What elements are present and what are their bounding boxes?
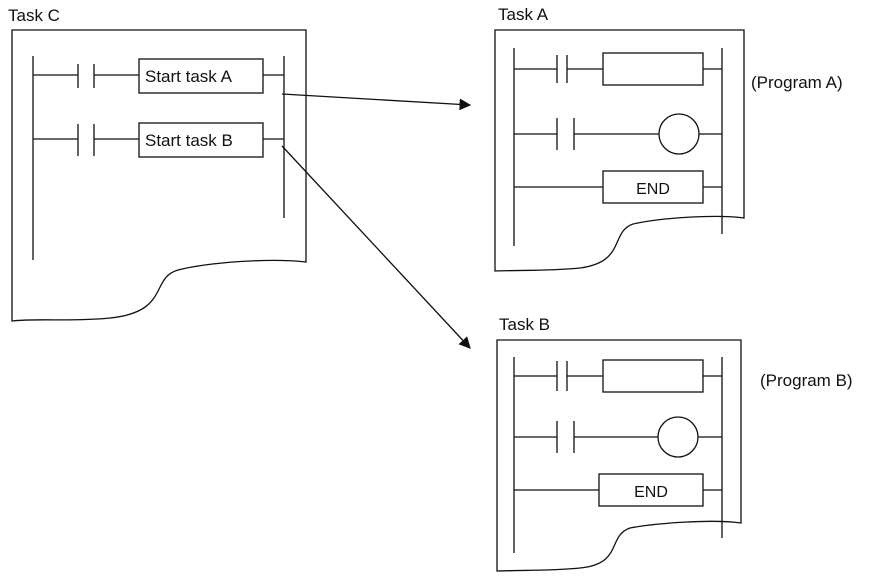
task-a-program: Task A (Program A) END: [494, 5, 843, 272]
end-instruction: [598, 473, 704, 507]
arrow-to-task-a: [281, 93, 472, 111]
task-a-page: [494, 29, 745, 272]
task-a-title: Task A: [498, 5, 549, 24]
program-a-label: (Program A): [751, 73, 843, 92]
end-instruction: [602, 170, 704, 204]
task-c-ladder: Start task A Start task B: [32, 56, 285, 260]
instruction-box: [602, 52, 704, 86]
output-coil-icon: [657, 416, 699, 458]
task-b-title: Task B: [499, 315, 550, 334]
task-c-title: Task C: [8, 6, 60, 25]
task-b-page: [496, 339, 742, 572]
start-task-b-label: Start task B: [145, 131, 233, 150]
start-task-a-label: Start task A: [145, 67, 233, 86]
task-c-program: Task C Start task A Start task B: [8, 6, 307, 322]
task-a-ladder: END: [513, 48, 723, 246]
task-b-program: Task B (Program B) END: [496, 315, 853, 572]
program-b-label: (Program B): [760, 371, 853, 390]
start-task-b-instruction: [138, 122, 264, 158]
start-task-a-instruction: [138, 58, 264, 94]
end-label: END: [634, 484, 668, 501]
instruction-box: [602, 359, 704, 393]
arrow-to-task-b: [281, 145, 471, 349]
output-coil-icon: [658, 113, 700, 155]
task-c-page: [11, 29, 307, 322]
task-b-ladder: END: [513, 357, 723, 553]
end-label: END: [636, 181, 670, 198]
